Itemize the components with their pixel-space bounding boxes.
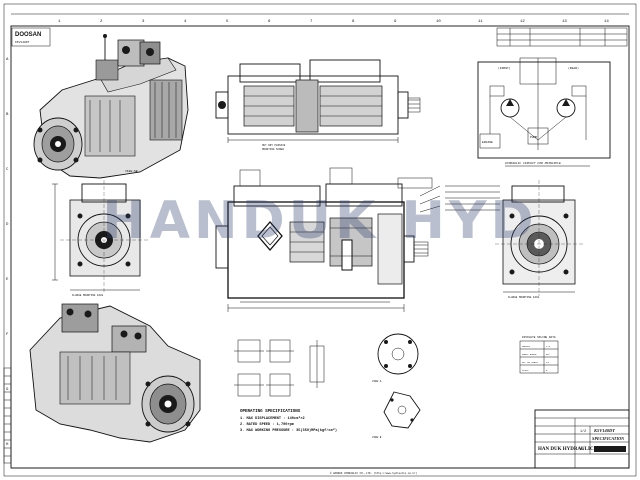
svg-text:12: 12 (520, 20, 525, 24)
svg-text:VIEW B: VIEW B (372, 436, 382, 439)
svg-text:1. MAX DISPLACEMENT : 140cm³×2: 1. MAX DISPLACEMENT : 140cm³×2 (240, 416, 305, 421)
svg-text:6: 6 (268, 20, 271, 24)
svg-text:OUT DRY PASSIVE: OUT DRY PASSIVE (262, 144, 286, 147)
svg-text:D: D (6, 223, 9, 227)
svg-text:K5V140DT: K5V140DT (15, 41, 30, 44)
top-elevation-view: OUT DRY PASSIVE MOUNTING SCREW (215, 59, 421, 151)
hydraulic-circuit: (FRONT) (REAR) ENGINE PUMP HYDRAULIC CIR… (477, 57, 611, 167)
outer-border (3, 3, 637, 477)
svg-text:A1: A1 (580, 448, 584, 452)
svg-text:NO. OF TEETH: NO. OF TEETH (522, 361, 538, 364)
svg-text:F: F (6, 333, 9, 337)
svg-text:14: 14 (546, 361, 549, 364)
svg-text:(FRONT): (FRONT) (498, 66, 511, 70)
svg-text:H: H (6, 443, 9, 447)
svg-text:FLANGE MOUNTING FACE: FLANGE MOUNTING FACE (508, 296, 540, 299)
svg-text:1: 1 (58, 20, 61, 24)
svg-text:1/2: 1/2 (580, 429, 586, 434)
svg-text:2. RATED SPEED : 1,700rpm: 2. RATED SPEED : 1,700rpm (240, 422, 295, 427)
svg-text:CLASS: CLASS (522, 369, 529, 372)
svg-text:ENGINE: ENGINE (482, 141, 493, 144)
svg-text:7: 7 (310, 20, 313, 24)
svg-text:FLANGE MOUNTING FACE: FLANGE MOUNTING FACE (72, 294, 104, 297)
svg-text:10: 10 (436, 20, 441, 24)
operating-specifications: OPERATING SPECIFICATIONS 1. MAX DISPLACE… (240, 410, 337, 433)
grid-numbers-top: 1 2 3 4 5 6 7 8 9 10 11 12 13 14 (58, 20, 609, 24)
svg-text:13: 13 (562, 20, 567, 24)
svg-text:PRESS ANGLE: PRESS ANGLE (522, 353, 537, 356)
svg-text:9: 9 (394, 20, 397, 24)
top-left-logo-block: DOOSAN K5V140DT (11, 27, 51, 47)
left-end-view: FLANGE MOUNTING FACE (52, 180, 150, 297)
svg-text:PUMP: PUMP (530, 136, 537, 139)
svg-text:4: 4 (184, 20, 187, 24)
main-front-elevation (215, 167, 500, 312)
svg-text:2: 2 (100, 20, 103, 24)
watermark: HANDUK HYD (102, 191, 537, 251)
svg-text:VIEW-SB: VIEW-SB (125, 170, 138, 173)
svg-text:3. MAX WORKING PRESSURE : 35(3: 3. MAX WORKING PRESSURE : 35(350)MPa(kgf… (240, 428, 337, 433)
left-tick-strip (3, 367, 12, 464)
svg-text:OPERATING SPECIFICATIONS: OPERATING SPECIFICATIONS (240, 410, 301, 414)
svg-text:MOUNTING SCREW: MOUNTING SCREW (262, 148, 284, 151)
doosan-logo: DOOSAN (15, 32, 41, 38)
svg-text:(REAR): (REAR) (568, 66, 579, 70)
svg-text:VIEW A: VIEW A (372, 380, 382, 383)
svg-text:INVOLUTE SPLINE DATA: INVOLUTE SPLINE DATA (522, 336, 556, 339)
svg-text:5: 5 (226, 20, 229, 24)
title-block: HAN DUK HYDRAULIC K5V140DT SPECIFICATION… (330, 409, 630, 475)
svg-text:11: 11 (478, 20, 483, 24)
svg-text:© HANDUK HYDRAULIC CO.,LTD. (h: © HANDUK HYDRAULIC CO.,LTD. (http://www.… (330, 471, 418, 475)
right-end-view: FLANGE MOUNTING FACE (495, 180, 585, 299)
svg-text:A: A (6, 58, 9, 62)
grid-letters-side: A B C D E F G H (6, 58, 9, 447)
company-name: HAN DUK HYDRAULIC (538, 447, 594, 452)
svg-text:B: B (6, 113, 9, 117)
svg-text:8: 8 (352, 20, 355, 24)
isometric-pump-top: VIEW-SB (33, 34, 189, 179)
svg-text:30°: 30° (546, 353, 550, 356)
svg-text:14: 14 (604, 20, 609, 24)
svg-text:G: G (6, 388, 9, 392)
detail-views: VIEW A VIEW B (234, 333, 421, 439)
svg-text:3: 3 (142, 20, 145, 24)
spline-data-table: INVOLUTE SPLINE DATA MODULE 2.5 PRESS AN… (519, 336, 559, 374)
doc-type: SPECIFICATION (592, 436, 625, 441)
svg-text:2.5: 2.5 (546, 345, 551, 348)
svg-text:E: E (6, 278, 9, 282)
isometric-pump-bottom (29, 303, 201, 443)
svg-text:5: 5 (546, 369, 548, 372)
revision-table (496, 27, 628, 47)
svg-text:HYDRAULIC CIRCUIT FOR PRINCIPL: HYDRAULIC CIRCUIT FOR PRINCIPLE (505, 162, 561, 165)
svg-text:MODULE: MODULE (522, 345, 531, 348)
svg-text:C: C (6, 168, 9, 172)
model-number: K5V140DT (593, 428, 615, 433)
